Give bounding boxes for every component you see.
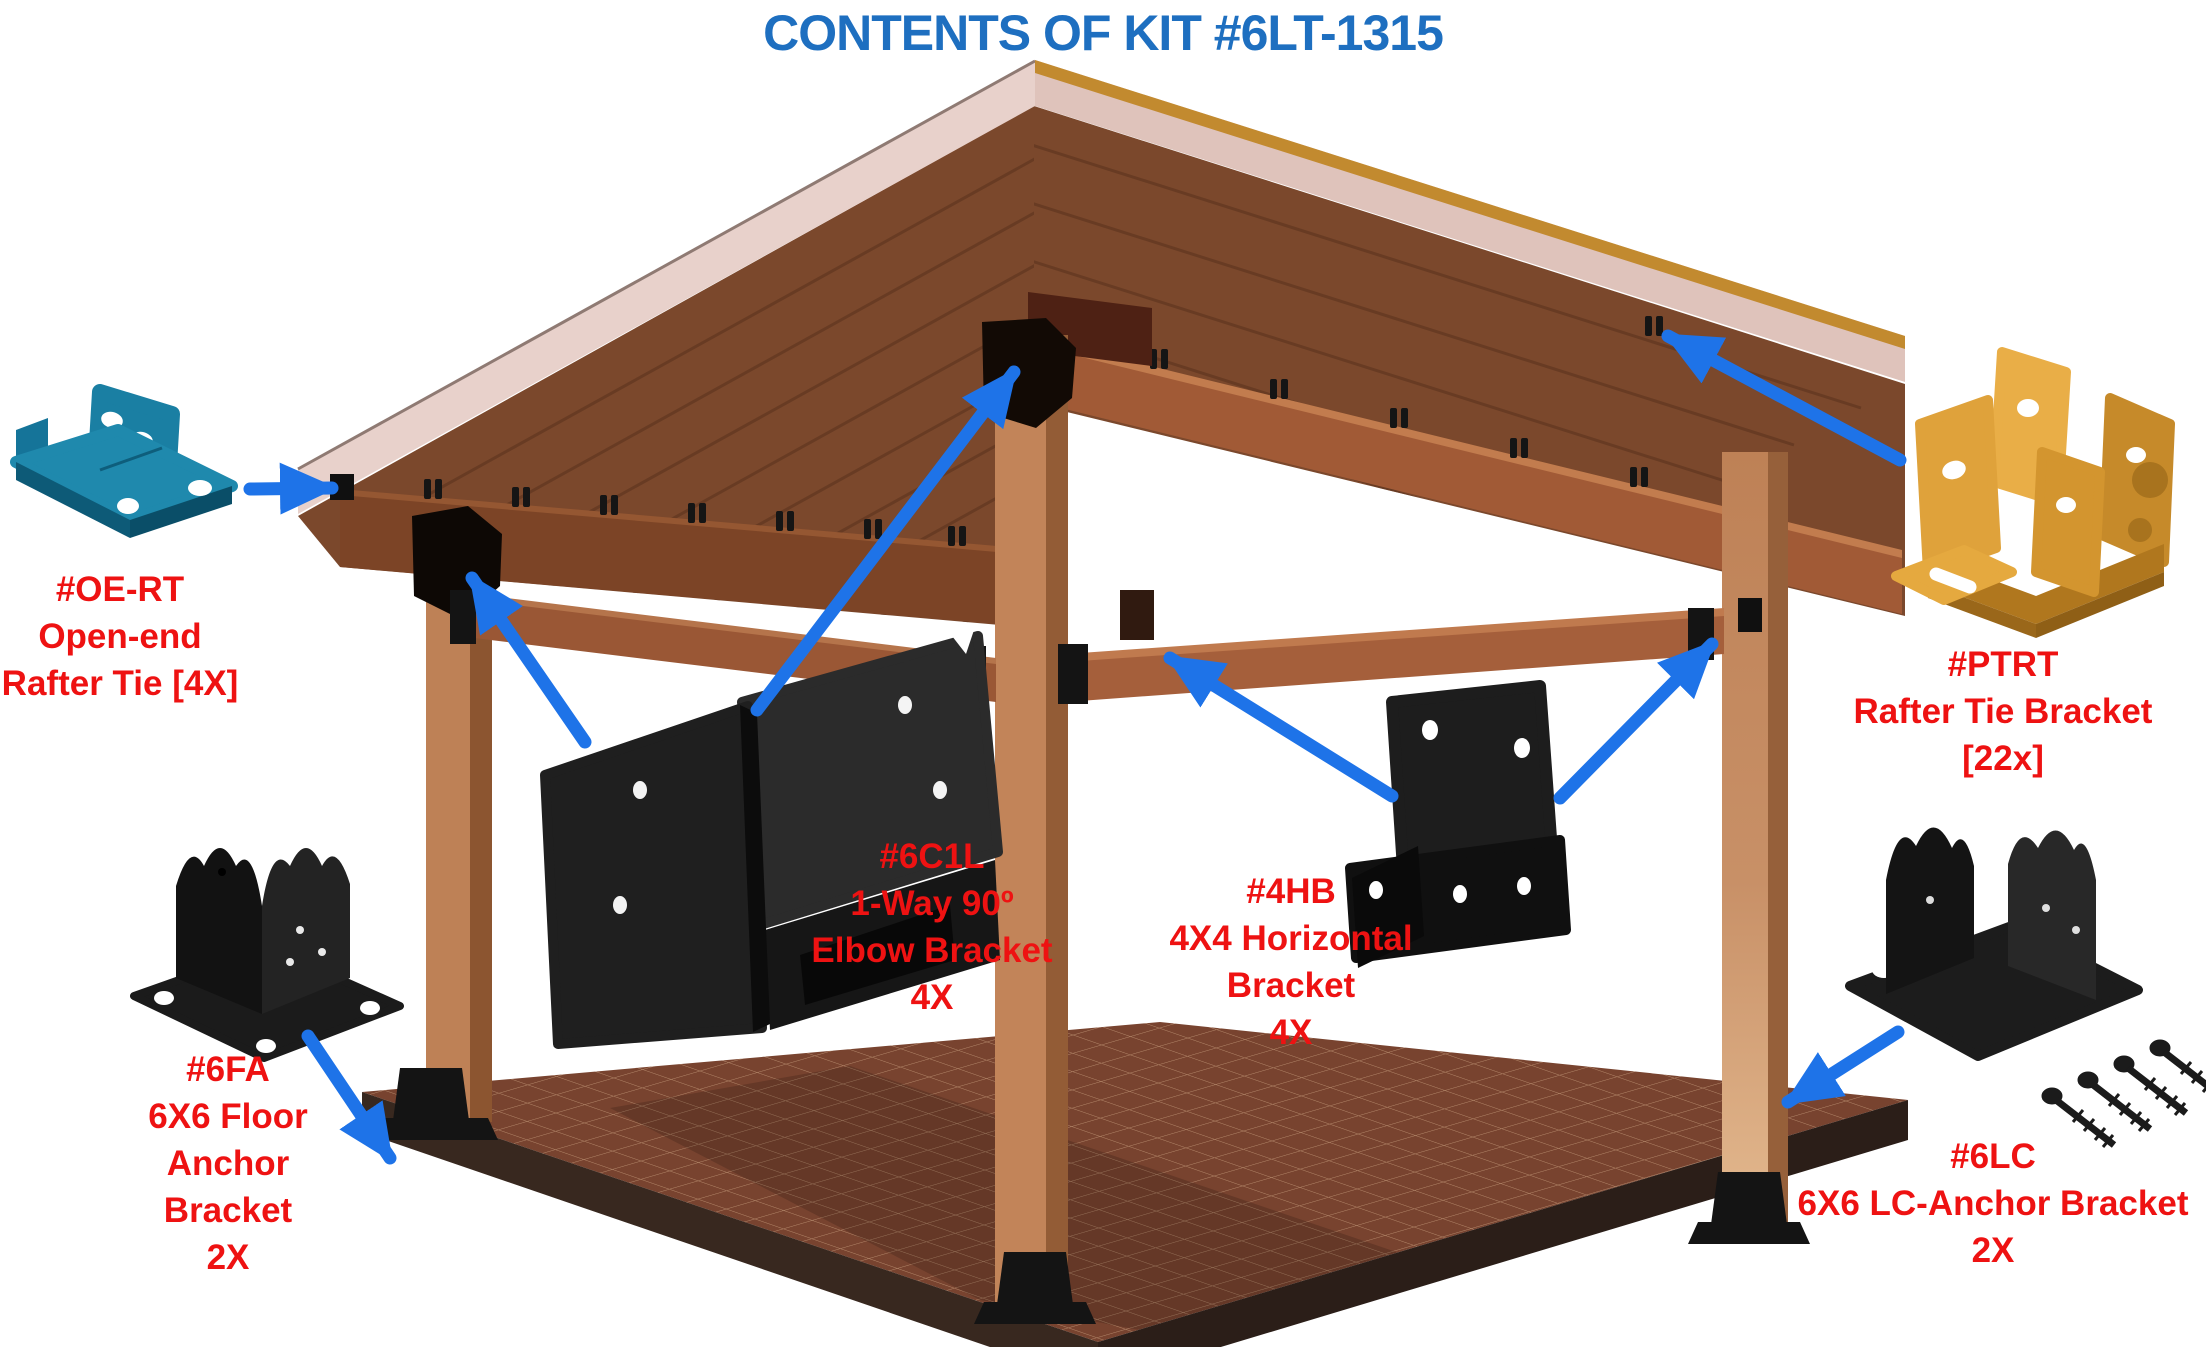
horizontal-bracket-image bbox=[1345, 680, 1571, 968]
roof-header-beams bbox=[340, 337, 1902, 627]
label-line: 4X bbox=[910, 978, 954, 1017]
front-post bbox=[995, 335, 1068, 1305]
callout-arrows bbox=[243, 329, 1907, 1165]
label-line: #6C1L bbox=[879, 837, 985, 876]
label-line: Bracket bbox=[1226, 966, 1356, 1005]
label-line: #6LC bbox=[1950, 1137, 2036, 1176]
label-line: #4HB bbox=[1246, 872, 1336, 911]
label-line: #OE-RT bbox=[55, 570, 185, 609]
label-line: Anchor bbox=[166, 1144, 290, 1183]
arrow-horizontal-left bbox=[1163, 651, 1399, 803]
label-floor-anchor: #6FA 6X6 Floor Anchor Bracket 2X bbox=[148, 1046, 307, 1281]
label-line: [22x] bbox=[1962, 739, 2044, 778]
label-oe-rt: #OE-RT Open-end Rafter Tie [4X] bbox=[2, 566, 239, 707]
label-line: 4X4 Horizontal bbox=[1169, 919, 1413, 958]
label-line: 2X bbox=[1971, 1231, 2015, 1270]
roof-gold-trim bbox=[1035, 60, 1905, 349]
label-lc-anchor-bracket: #6LC 6X6 LC-Anchor Bracket 2X bbox=[1798, 1133, 2189, 1274]
label-line: Open-end bbox=[38, 617, 202, 656]
right-post bbox=[1722, 452, 1788, 1232]
label-line: 1-Way 90º bbox=[850, 884, 1014, 923]
label-line: #PTRT bbox=[1947, 645, 2059, 684]
label-elbow-bracket: #6C1L 1-Way 90º Elbow Bracket 4X bbox=[811, 833, 1052, 1021]
label-line: Elbow Bracket bbox=[811, 931, 1053, 970]
arrow-elbow-left bbox=[465, 571, 592, 749]
elbow-bracket-image bbox=[540, 630, 1003, 1049]
label-line: 2X bbox=[206, 1238, 250, 1277]
label-line: 6X6 LC-Anchor Bracket bbox=[1797, 1184, 2189, 1223]
label-line: 6X6 Floor bbox=[148, 1097, 308, 1136]
floor-anchor-bracket-image bbox=[130, 848, 404, 1062]
tie-beam-right bbox=[1066, 608, 1724, 702]
label-line: Bracket bbox=[163, 1191, 293, 1230]
floor-platform bbox=[362, 1022, 1908, 1347]
label-line: Rafter Tie [4X] bbox=[1, 664, 239, 703]
rafter-tie-bracket-image bbox=[1891, 347, 2175, 638]
screws-image bbox=[2042, 1040, 2206, 1147]
label-horizontal-bracket: #4HB 4X4 Horizontal Bracket 4X bbox=[1169, 868, 1412, 1056]
arrow-lc-anchor bbox=[1781, 1025, 1905, 1109]
label-line: 4X bbox=[1269, 1013, 1313, 1052]
diagram-title: CONTENTS OF KIT #6LT-1315 bbox=[763, 5, 1444, 61]
arrow-oe-rt bbox=[243, 462, 339, 515]
arrow-floor-anchor bbox=[301, 1029, 397, 1165]
arrow-elbow-right bbox=[750, 365, 1021, 717]
arrow-horizontal-right bbox=[1553, 637, 1719, 805]
lc-anchor-bracket-image bbox=[1845, 827, 2206, 1147]
installed-floor-anchors bbox=[368, 1068, 1810, 1324]
left-post bbox=[426, 556, 492, 1122]
label-rafter-tie-bracket: #PTRT Rafter Tie Bracket [22x] bbox=[1854, 641, 2153, 782]
label-line: #6FA bbox=[186, 1050, 270, 1089]
arrow-rafter-tie bbox=[1661, 329, 1907, 467]
roof-fascia-left bbox=[298, 60, 1035, 514]
label-line: Rafter Tie Bracket bbox=[1853, 692, 2153, 731]
oe-rt-bracket-image bbox=[10, 384, 238, 538]
